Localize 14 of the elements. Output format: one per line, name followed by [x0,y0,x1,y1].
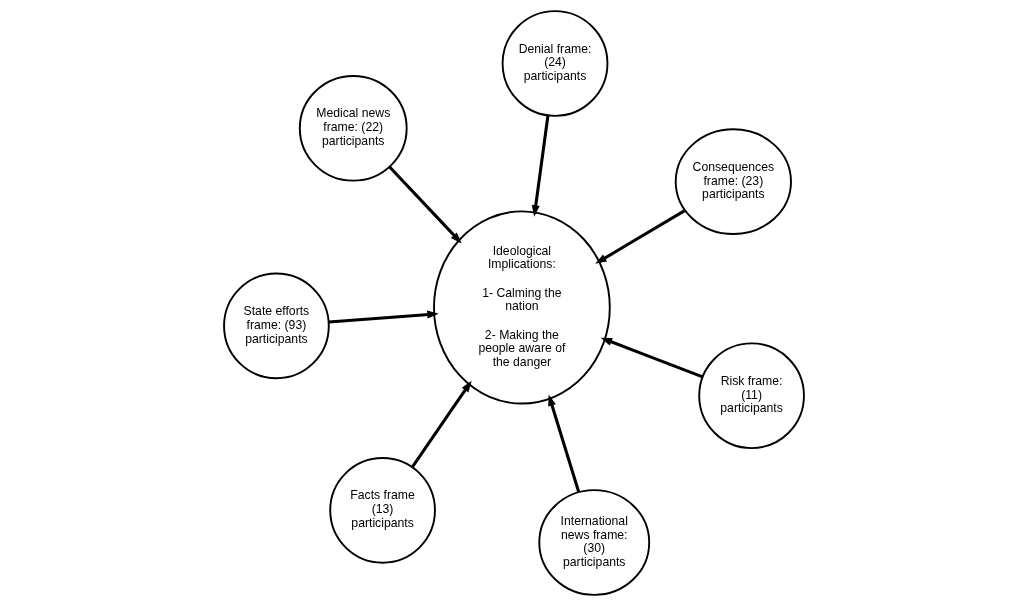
node-circle: Facts frame (13) participants [328,457,436,564]
node-circle: Risk frame: (11) participants [697,342,805,450]
arrow [531,115,549,217]
arrow [594,209,686,264]
arrow [547,394,580,493]
node-circle: State efforts frame: (93) participants [222,272,330,380]
node-circle: Denial frame: (24) participants [501,10,608,117]
arrow [387,165,462,244]
node-circle: Medical news frame: (22) participants [298,74,408,182]
node-circle: Consequences frame: (23) participants [674,128,792,235]
node-circle: International news frame: (30) participants [537,489,650,596]
arrow [600,337,703,379]
arrow [328,310,439,324]
arrow [410,380,472,468]
